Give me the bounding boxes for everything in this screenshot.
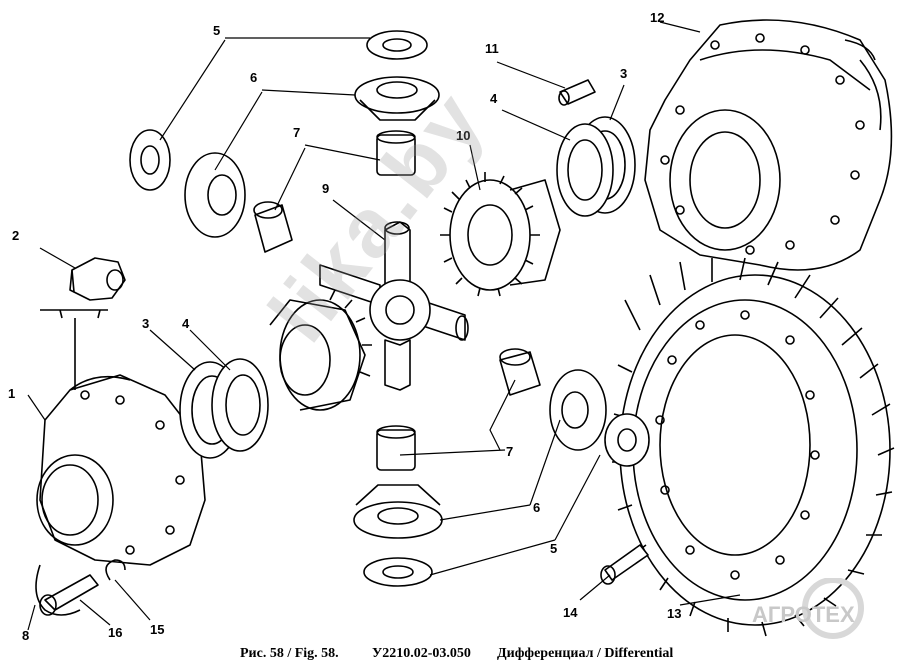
callout-8: 8 [22,628,29,643]
figure-caption: Рис. 58 / Fig. 58. У2210.02-03.050 Диффе… [0,644,900,666]
part-5-washer-bottom [363,557,433,587]
part-5-washer-top [366,30,428,60]
callout-4-right: 4 [490,91,498,106]
part-16-bolt [39,574,99,616]
part-5-washer-right [604,413,650,467]
part-6-pinion-top [354,76,440,121]
part-6-pinion-left [184,152,246,238]
callout-7-bottom: 7 [506,444,513,459]
callout-labels: 5 6 7 9 10 11 4 3 12 2 3 4 1 7 6 5 14 13… [8,10,681,643]
callout-3-left: 3 [142,316,149,331]
callout-6-top: 6 [250,70,257,85]
part-10-side-gear-right [440,172,561,297]
caption-figure-number: Рис. 58 / Fig. 58. [240,646,339,661]
part-7-bushing-left [253,201,293,253]
callout-15: 15 [150,622,164,637]
callout-12: 12 [650,10,664,25]
caption-part-code: У2210.02-03.050 [372,646,471,661]
part-5-washer-left [129,129,171,191]
leader-lines [27,21,741,631]
part-7-bushing-top [376,130,416,176]
callout-1: 1 [8,386,15,401]
callout-14: 14 [563,605,578,620]
callout-6-bottom: 6 [533,500,540,515]
agrotech-logo: АГРОТЕХ [752,578,864,639]
part-1-case-half [36,374,206,566]
part-6-pinion-right [549,369,607,451]
logo-text: АГРОТЕХ [752,602,855,627]
part-6-pinion-bottom [353,484,443,539]
callout-4-left: 4 [182,316,190,331]
part-14-bolt [600,544,649,585]
callout-9: 9 [322,181,329,196]
callout-16: 16 [108,625,122,640]
part-7-bushing-bottom [376,425,416,471]
part-9-spider [319,221,469,391]
part-2-fitting [40,257,126,390]
side-gear-left [269,289,372,411]
callout-5-top: 5 [213,23,220,38]
part-11-pin [558,79,596,106]
callout-2: 2 [12,228,19,243]
part-8-lock-wire [35,564,81,616]
callout-10: 10 [456,128,470,143]
callout-7-top: 7 [293,125,300,140]
part-7-bushing-right [499,348,541,396]
part-12-case-half [644,19,893,271]
part-4-shim-right [556,123,614,217]
callout-5-bottom: 5 [550,541,557,556]
part-15-snap-ring [105,559,126,581]
callout-11: 11 [485,41,499,56]
callout-13: 13 [667,606,681,621]
caption-title: Дифференциал / Differential [497,646,674,661]
part-4-shim-left [211,358,269,452]
callout-3-right: 3 [620,66,627,81]
